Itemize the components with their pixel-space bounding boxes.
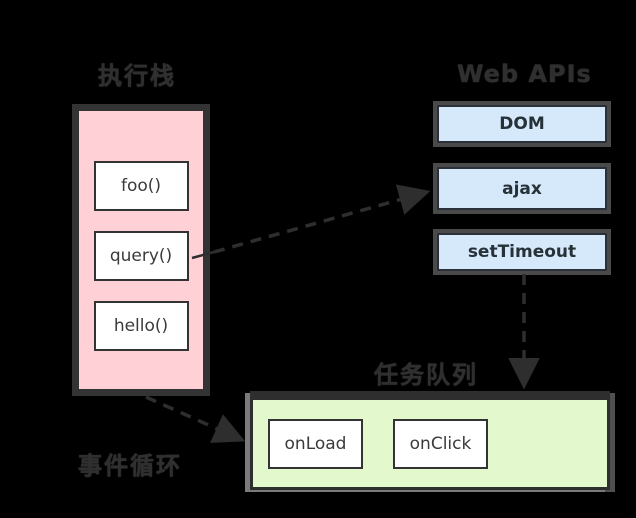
queue-item-onclick: onClick bbox=[393, 419, 488, 469]
queue-item-onload: onLoad bbox=[268, 419, 363, 469]
stack-frame-foo: foo() bbox=[93, 161, 189, 211]
task-queue-container: onLoad onClick bbox=[250, 391, 610, 490]
web-apis-label: Web APIs bbox=[457, 60, 592, 88]
arrow-query-to-ajax-dashed bbox=[213, 184, 431, 254]
stack-frame-query: query() bbox=[93, 231, 189, 281]
execution-stack-label: 执行栈 bbox=[98, 62, 176, 90]
webapi-box-settimeout: setTimeout bbox=[437, 233, 607, 271]
webapi-box-dom: DOM bbox=[437, 105, 607, 143]
event-loop-label: 事件循环 bbox=[78, 452, 182, 480]
webapi-box-ajax: ajax bbox=[437, 167, 607, 210]
arrow-stack-to-queue bbox=[145, 395, 246, 443]
task-queue-label: 任务队列 bbox=[374, 361, 478, 389]
execution-stack-container: foo() query() hello() bbox=[72, 104, 210, 396]
stack-frame-hello: hello() bbox=[93, 301, 189, 351]
